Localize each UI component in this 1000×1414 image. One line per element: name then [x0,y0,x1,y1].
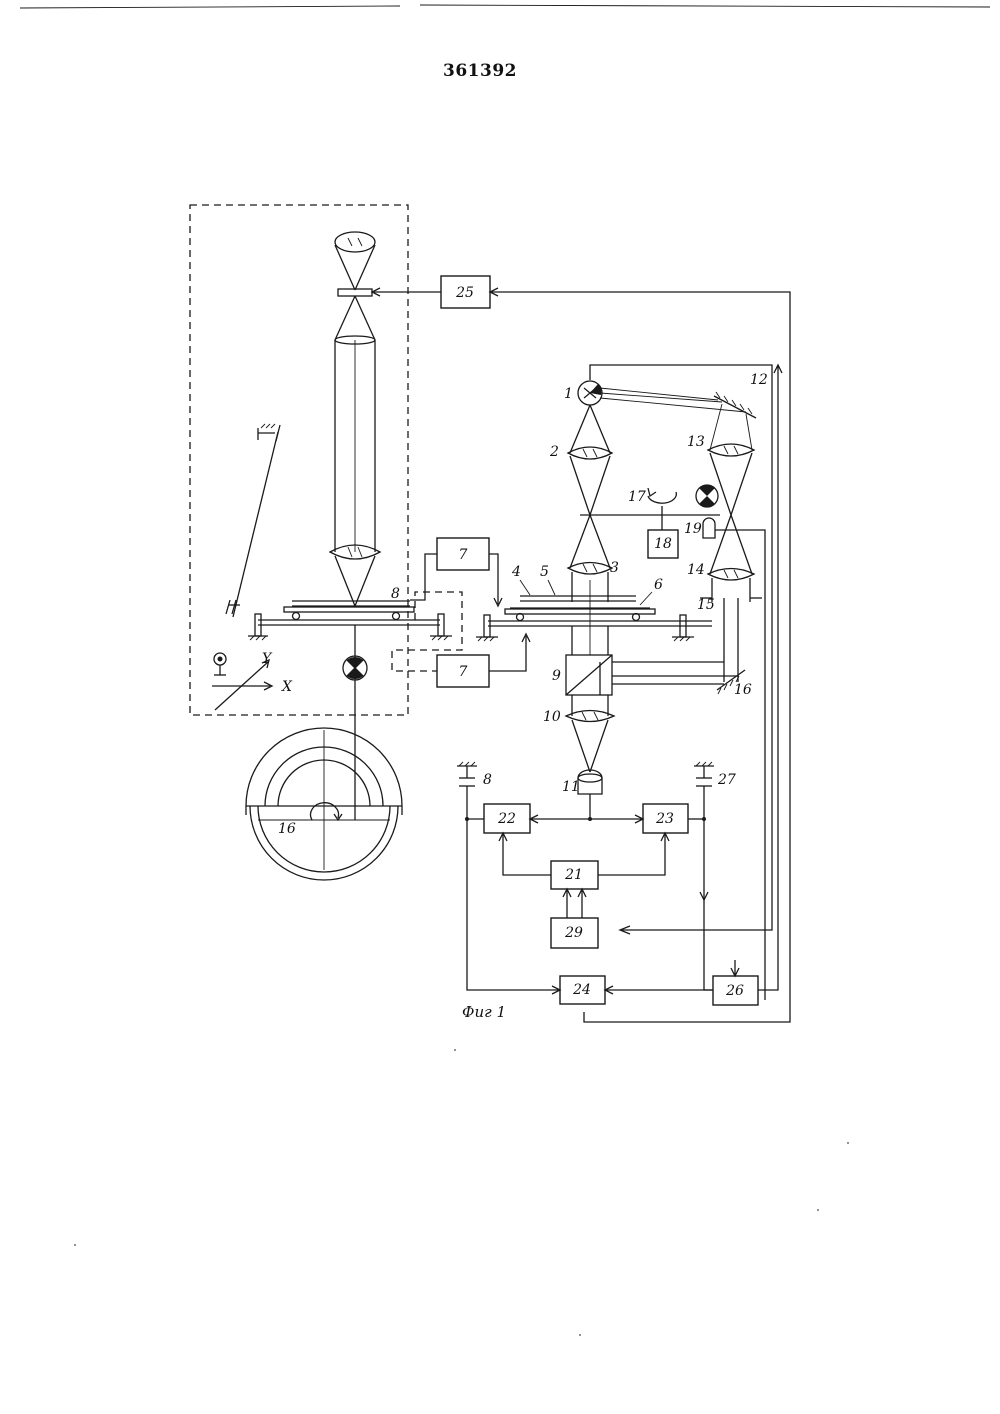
sensor-27 [694,762,714,790]
block-7-top-label: 7 [459,547,468,563]
label-12: 12 [750,372,768,388]
label-11: 11 [562,779,580,795]
lens-14 [708,569,754,581]
left-stage [248,601,452,640]
label-1: 1 [564,386,573,402]
page-edge-lines [20,5,990,8]
label-4: 4 [511,564,521,580]
label-15: 15 [697,597,715,613]
beam-15 [700,578,762,682]
label-9: 9 [552,668,561,684]
beam-splitter-9 [566,655,612,695]
lens-10 [566,695,614,772]
left-shutter [338,289,372,296]
mirror-12 [714,392,756,418]
block-29-label: 29 [564,925,583,941]
axis-x-label: X [281,679,293,695]
rotating-disc [246,728,402,880]
photodiode-19 [703,518,715,538]
rays-to-mirror-12 [600,388,746,412]
patent-number: 361392 [443,61,517,81]
beam-below-stage [572,580,608,655]
left-lamp-lens [335,232,375,290]
left-objective-lens [330,545,380,606]
block-24-label: 24 [572,982,591,998]
axes-indicator [212,660,272,710]
label-8: 8 [391,586,400,602]
label-2: 2 [549,444,559,460]
label-16-disc: 16 [278,821,296,837]
label-27: 27 [717,772,736,788]
label-17: 17 [628,489,646,505]
leader-4 [520,580,530,595]
left-parallel-beam [335,340,375,552]
left-detector-lamp [343,656,367,680]
label-8-bottom: 8 [483,772,492,788]
block-7-bottom-label: 7 [459,664,468,680]
label-13: 13 [687,434,705,450]
block-22-label: 22 [497,811,516,827]
scan-specks [74,1049,849,1336]
figure-caption: Фиг 1 [462,1003,506,1021]
block-23-label: 23 [655,811,674,827]
label-16-mirror: 16 [734,682,752,698]
label-10: 10 [543,709,561,725]
scanning-mirror-arm [226,424,280,617]
chopper-disc-icon [696,485,718,508]
right-stage [476,596,712,641]
feedback-line-29 [590,365,772,930]
beam-to-splitter [612,662,738,684]
lens-13-cone [708,444,754,574]
label-5: 5 [540,564,549,580]
block-25-label: 25 [455,285,474,301]
lens-2 [568,405,612,568]
block-26-label: 26 [725,983,744,999]
block-21-label: 21 [564,867,583,883]
leader-5 [548,580,555,595]
light-source-icon [214,653,226,675]
electronics-wiring [465,365,782,994]
label-3: 3 [610,560,619,576]
leader-6 [640,592,652,605]
left-cone-upper [335,296,375,344]
axis-y-label: Y [262,651,273,667]
block-18-label: 18 [654,536,672,552]
label-19: 19 [684,521,702,537]
sensor-8-bottom [457,762,477,790]
label-14: 14 [687,562,705,578]
label-6: 6 [654,577,663,593]
photomultiplier-11 [578,770,602,794]
source-lamp-1 [578,381,602,405]
